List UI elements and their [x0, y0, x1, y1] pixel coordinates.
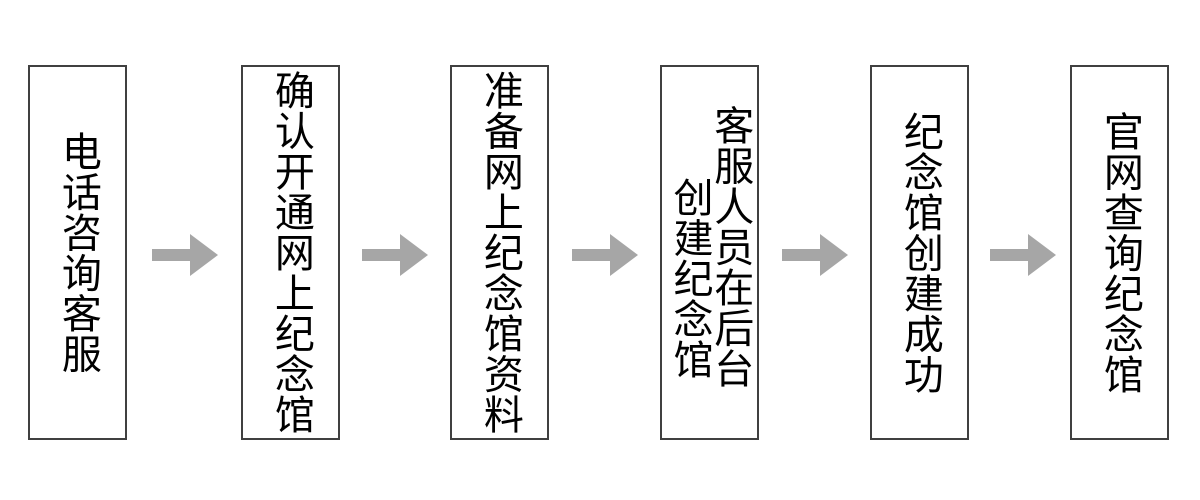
arrow-right-icon-5: [990, 232, 1056, 278]
node-label-step-4-column-2: 创建纪念馆: [666, 177, 713, 380]
arrow-right-icon-1: [152, 232, 218, 278]
flowchart-node-step-5[interactable]: 纪念馆创建成功: [870, 65, 969, 440]
node-label-step-2: 确认开通网上纪念馆: [267, 70, 314, 435]
flowchart-node-step-6[interactable]: 官网查询纪念馆: [1070, 65, 1169, 440]
arrow-right-icon-2: [362, 232, 428, 278]
flowchart-node-step-3[interactable]: 准备网上纪念馆资料: [450, 65, 549, 440]
node-label-step-5: 纪念馆创建成功: [896, 110, 943, 395]
arrow-right-icon-4: [782, 232, 848, 278]
node-label-step-6: 官网查询纪念馆: [1096, 110, 1143, 395]
arrow-right-icon-3: [572, 232, 638, 278]
flowchart-node-step-2[interactable]: 确认开通网上纪念馆: [241, 65, 340, 440]
flowchart-node-step-1[interactable]: 电话咨询客服: [28, 65, 127, 440]
node-label-step-3: 准备网上纪念馆资料: [476, 70, 523, 435]
flowchart-node-step-4[interactable]: 客服人员在后台 创建纪念馆: [660, 65, 759, 440]
node-label-step-4-column-1: 客服人员在后台: [707, 105, 754, 389]
node-label-step-1: 电话咨询客服: [54, 131, 101, 374]
